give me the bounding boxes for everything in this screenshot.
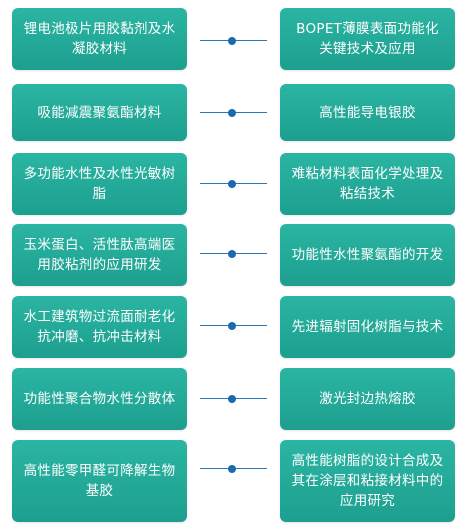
topic-card-left-1: 锂电池极片用胶黏剂及水凝胶材料 [12,8,187,70]
topic-card-left-5: 水工建筑物过流面耐老化抗冲磨、抗冲击材料 [12,296,187,358]
connector-dot-5 [228,322,236,330]
connector-dot-7 [228,465,236,473]
topic-card-left-4: 玉米蛋白、活性肽高端医用胶粘剂的应用研发 [12,224,187,286]
topic-card-right-1: BOPET薄膜表面功能化关键技术及应用 [280,8,455,70]
topic-card-right-7: 高性能树脂的设计合成及其在涂层和粘接材料中的应用研究 [280,440,455,522]
topic-card-left-2: 吸能减震聚氨酯材料 [12,84,187,141]
topic-card-left-7: 高性能零甲醛可降解生物基胶 [12,440,187,522]
connector-dot-6 [228,395,236,403]
topic-card-right-2: 高性能导电银胶 [280,84,455,141]
connector-dot-3 [228,180,236,188]
topic-card-right-5: 先进辐射固化树脂与技术 [280,296,455,358]
connector-dot-1 [228,37,236,45]
topic-card-left-6: 功能性聚合物水性分散体 [12,368,187,430]
topic-card-right-4: 功能性水性聚氨酯的开发 [280,224,455,286]
topic-card-right-3: 难粘材料表面化学处理及粘结技术 [280,153,455,215]
topic-card-left-3: 多功能水性及水性光敏树脂 [12,153,187,215]
connector-dot-4 [228,250,236,258]
connector-dot-2 [228,109,236,117]
topic-card-right-6: 激光封边热熔胶 [280,368,455,430]
